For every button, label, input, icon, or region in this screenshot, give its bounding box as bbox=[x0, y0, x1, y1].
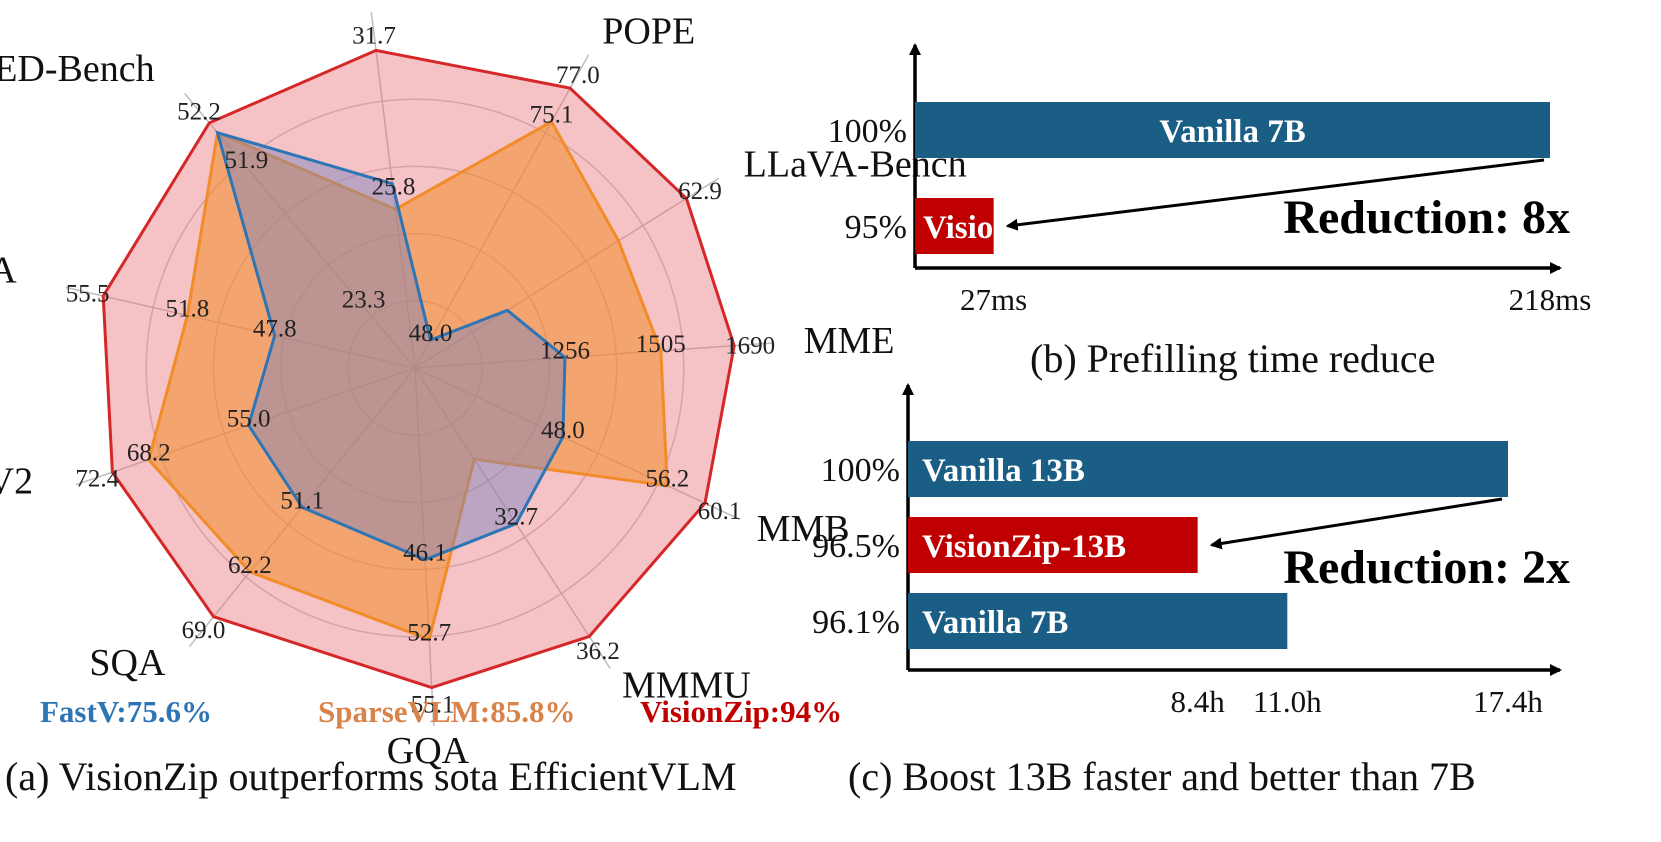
caption-c: (c) Boost 13B faster and better than 7B bbox=[848, 754, 1476, 799]
value-label: 68.2 bbox=[127, 440, 171, 467]
reduction-arrow bbox=[1209, 497, 1503, 550]
value-label: 1505 bbox=[636, 331, 686, 358]
reduction-arrow bbox=[1005, 158, 1545, 231]
x-tick-label: 17.4h bbox=[1473, 684, 1543, 719]
x-tick-label: 8.4h bbox=[1171, 684, 1226, 719]
bar-vanilla-7b bbox=[908, 593, 1288, 649]
value-label: 47.8 bbox=[253, 316, 297, 343]
axis-label-textvqa: TextVQA bbox=[0, 250, 17, 292]
grid-circle bbox=[145, 98, 685, 638]
bar-percent-label: 96.1% bbox=[812, 604, 900, 641]
bar-label: Vanilla 13B bbox=[922, 453, 1085, 489]
bar-vanilla-7b bbox=[915, 102, 1550, 158]
value-label: 48.0 bbox=[409, 320, 453, 347]
bar-percent-label: 100% bbox=[821, 452, 900, 489]
value-label: 77.0 bbox=[556, 62, 600, 89]
axis-label-gqa: GQA bbox=[387, 730, 470, 772]
value-label: 55.0 bbox=[227, 405, 271, 432]
bar-label: Vanilla 7B bbox=[922, 605, 1068, 641]
caption-a: (a) VisionZip outperforms sota Efficient… bbox=[5, 754, 737, 799]
value-label: 25.8 bbox=[372, 173, 416, 200]
value-label: 75.1 bbox=[530, 102, 574, 129]
bar-visionzip bbox=[915, 198, 994, 254]
value-label: 55.5 bbox=[66, 280, 110, 307]
axis-label-sqa: SQA bbox=[89, 642, 166, 684]
axis-label-mmmu: MMMU bbox=[622, 664, 751, 706]
bar-vanilla-13b bbox=[908, 441, 1508, 497]
x-tick-label: 11.0h bbox=[1253, 684, 1322, 719]
value-label: 51.1 bbox=[280, 487, 324, 514]
value-label: 51.8 bbox=[166, 295, 210, 322]
legend-sparsevlm: SparseVLM:85.8% bbox=[318, 694, 575, 729]
value-label: 52.2 bbox=[177, 99, 221, 126]
legend-fastv: FastV:75.6% bbox=[40, 694, 212, 729]
bar-label: VisionZip-13B bbox=[922, 529, 1126, 565]
value-label: 36.2 bbox=[576, 638, 620, 665]
value-label: 62.9 bbox=[678, 178, 722, 205]
value-label: 62.2 bbox=[228, 552, 272, 579]
bar-percent-label: 95% bbox=[845, 209, 907, 246]
value-label: 1256 bbox=[540, 338, 590, 365]
axis-label-seed-bench: SEED-Bench bbox=[0, 48, 155, 90]
value-label: 69.0 bbox=[182, 617, 226, 644]
prefill-bar-chart: Vanilla 7B 100% VisionZip 95% 27ms 218ms Reduc… bbox=[828, 43, 1592, 317]
value-label: 23.3 bbox=[342, 287, 386, 314]
value-label: 31.7 bbox=[352, 23, 396, 50]
value-label: 56.2 bbox=[645, 466, 689, 493]
bar-percent-label: 96.5% bbox=[812, 528, 900, 565]
value-label: 1690 bbox=[725, 333, 775, 360]
value-label: 60.1 bbox=[698, 498, 742, 525]
bar-label: VisionZip bbox=[923, 210, 1061, 246]
value-label: 46.1 bbox=[403, 540, 447, 567]
bar-label: Vanilla 7B bbox=[1159, 114, 1305, 150]
value-label: 72.4 bbox=[75, 465, 119, 492]
x-tick-label: 218ms bbox=[1509, 282, 1592, 317]
radar-chart: MMVetPOPELLaVA-BenchMMEMMBMMMUGQASQAVQAV… bbox=[0, 0, 967, 772]
axis-label-mme: MME bbox=[804, 320, 895, 362]
value-label: 51.9 bbox=[224, 147, 268, 174]
value-label: 55.1 bbox=[411, 692, 455, 719]
value-label: 48.0 bbox=[541, 417, 585, 444]
boost-bar-chart: Vanilla 13B 100% VisionZip-13B 96.5% Vanilla… bbox=[812, 383, 1570, 719]
bar-visionzip-13b bbox=[908, 517, 1198, 573]
axis-label-mmb: MMB bbox=[757, 508, 850, 550]
series-polygon-fastv bbox=[215, 130, 567, 562]
axis-label-mmvet: MMVet bbox=[312, 0, 431, 8]
caption-b: (b) Prefilling time reduce bbox=[1030, 336, 1435, 381]
reduction-annotation: Reduction: 8x bbox=[1283, 191, 1570, 244]
value-label: 52.7 bbox=[407, 620, 451, 647]
value-label: 32.7 bbox=[494, 504, 538, 531]
x-tick-label: 27ms bbox=[960, 282, 1027, 317]
axis-label-vqav2: VQAV2 bbox=[0, 461, 33, 503]
bar-percent-label: 100% bbox=[828, 113, 907, 150]
reduction-annotation: Reduction: 2x bbox=[1283, 541, 1570, 594]
legend-visionzip: VisionZip:94% bbox=[640, 694, 842, 729]
axis-label-pope: POPE bbox=[602, 11, 695, 53]
